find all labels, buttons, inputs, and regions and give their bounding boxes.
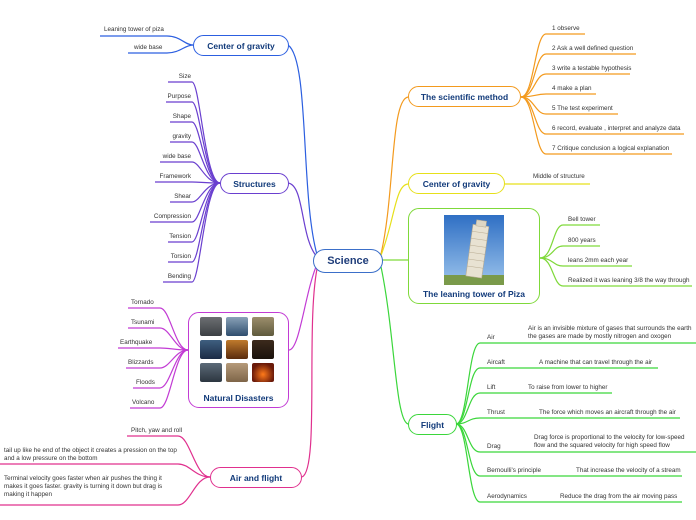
eruption-photo-icon <box>252 363 274 382</box>
branch-leaning-tower[interactable]: The leaning tower of Piza <box>408 208 540 304</box>
leaf-disasters-3[interactable]: Earthquake <box>120 339 153 346</box>
leaf-method-6[interactable]: 6 record, evaluate , interpret and analy… <box>552 125 681 132</box>
center-topic[interactable]: Science <box>313 249 383 273</box>
leaf-structures-2[interactable]: Purpose <box>167 93 191 100</box>
leaf-method-2[interactable]: 2 Ask a well defined question <box>552 45 634 52</box>
flight-term-thrust[interactable]: Thrust <box>487 409 505 416</box>
leaf-airflight-2[interactable]: tail up like he end of the object it cre… <box>4 447 177 462</box>
flight-def-aerodynamics[interactable]: Reduce the drag from the air moving pass <box>560 493 678 500</box>
leaf-method-3[interactable]: 3 write a testable hypothesis <box>552 65 632 72</box>
branch-scientific-method[interactable]: The scientific method <box>408 86 521 107</box>
volcano-photo-icon <box>200 363 222 382</box>
leaf-airflight-3[interactable]: Terminal velocity goes faster when air p… <box>4 475 163 498</box>
flight-def-lift[interactable]: To raise from lower to higher <box>528 384 608 391</box>
tornado-photo-icon <box>200 317 222 336</box>
branch-center-of-gravity-right[interactable]: Center of gravity <box>408 173 505 194</box>
leaf-pisa-1[interactable]: Bell tower <box>568 216 596 223</box>
flight-def-bernoulli[interactable]: That increase the velocity of a stream <box>576 467 681 474</box>
leaf-pisa-4[interactable]: Realized it was leaning 3/8 the way thro… <box>568 277 690 284</box>
earthquake-photo-icon <box>252 317 274 336</box>
flight-term-aircaft[interactable]: Aircaft <box>487 359 505 366</box>
branch-center-of-gravity-left[interactable]: Center of gravity <box>193 35 289 56</box>
leaf-method-1[interactable]: 1 observe <box>552 25 580 32</box>
leaf-pisa-3[interactable]: leans 2mm each year <box>568 257 629 264</box>
leaf-disasters-4[interactable]: Blizzards <box>128 359 154 366</box>
tsunami-photo-icon <box>226 317 248 336</box>
leaf-structures-9[interactable]: Tension <box>169 233 191 240</box>
fire-photo-icon <box>252 340 274 359</box>
flight-def-drag[interactable]: Drag force is proportional to the veloci… <box>534 434 685 449</box>
leaf-structures-5[interactable]: wide base <box>162 153 191 160</box>
blizzard-photo-icon <box>200 340 222 359</box>
leaf-cog-right-1[interactable]: Middle of structure <box>533 173 585 180</box>
flight-def-aircaft[interactable]: A machine that can travel through the ai… <box>539 359 653 366</box>
leaf-structures-3[interactable]: Shape <box>172 113 191 120</box>
leaf-cog-left-2[interactable]: wide base <box>134 44 163 51</box>
leaf-structures-10[interactable]: Torsion <box>170 253 191 260</box>
flight-def-air[interactable]: Air is an invisible mixture of gases tha… <box>528 325 692 340</box>
leaf-structures-6[interactable]: Framework <box>159 173 192 180</box>
flood-photo-icon <box>226 340 248 359</box>
disaster-image-grid <box>200 317 280 385</box>
leaf-structures-7[interactable]: Shear <box>174 193 191 200</box>
flight-term-bernoulli[interactable]: Bernoulli's principle <box>487 467 542 474</box>
flight-term-lift[interactable]: Lift <box>487 384 496 391</box>
branch-structures[interactable]: Structures <box>220 173 289 194</box>
flight-term-drag[interactable]: Drag <box>487 443 501 450</box>
flight-term-aerodynamics[interactable]: Aerodynamics <box>487 493 527 500</box>
flight-def-thrust[interactable]: The force which moves an aircraft throug… <box>539 409 676 416</box>
leaf-method-4[interactable]: 4 make a plan <box>552 85 592 92</box>
flight-term-air[interactable]: Air <box>487 334 495 341</box>
branch-natural-disasters-label: Natural Disasters <box>203 393 274 403</box>
branch-air-and-flight[interactable]: Air and flight <box>210 467 302 488</box>
leaf-cog-left-1[interactable]: Leaning tower of piza <box>104 26 164 33</box>
leaf-disasters-6[interactable]: Volcano <box>132 399 155 406</box>
dry-earth-photo-icon <box>226 363 248 382</box>
leaf-disasters-5[interactable]: Floods <box>136 379 155 386</box>
leaf-structures-8[interactable]: Compression <box>153 213 191 220</box>
leaf-disasters-1[interactable]: Tornado <box>131 299 154 306</box>
leaf-disasters-2[interactable]: Tsunami <box>131 319 155 326</box>
leaning-tower-photo-icon <box>444 215 504 285</box>
leaf-structures-4[interactable]: gravity <box>172 133 191 140</box>
branch-flight[interactable]: Flight <box>408 414 457 435</box>
leaf-airflight-1[interactable]: Pitch, yaw and roll <box>131 427 183 434</box>
leaf-method-5[interactable]: 5 The test experiment <box>552 105 613 112</box>
leaf-pisa-2[interactable]: 800 years <box>568 237 596 244</box>
leaf-method-7[interactable]: 7 Critique conclusion a logical explanat… <box>552 145 670 152</box>
branch-leaning-tower-label: The leaning tower of Piza <box>422 289 525 299</box>
leaf-structures-1[interactable]: Size <box>178 73 191 80</box>
branch-natural-disasters[interactable]: Natural Disasters <box>188 312 289 408</box>
leaf-structures-11[interactable]: Bending <box>167 273 191 280</box>
